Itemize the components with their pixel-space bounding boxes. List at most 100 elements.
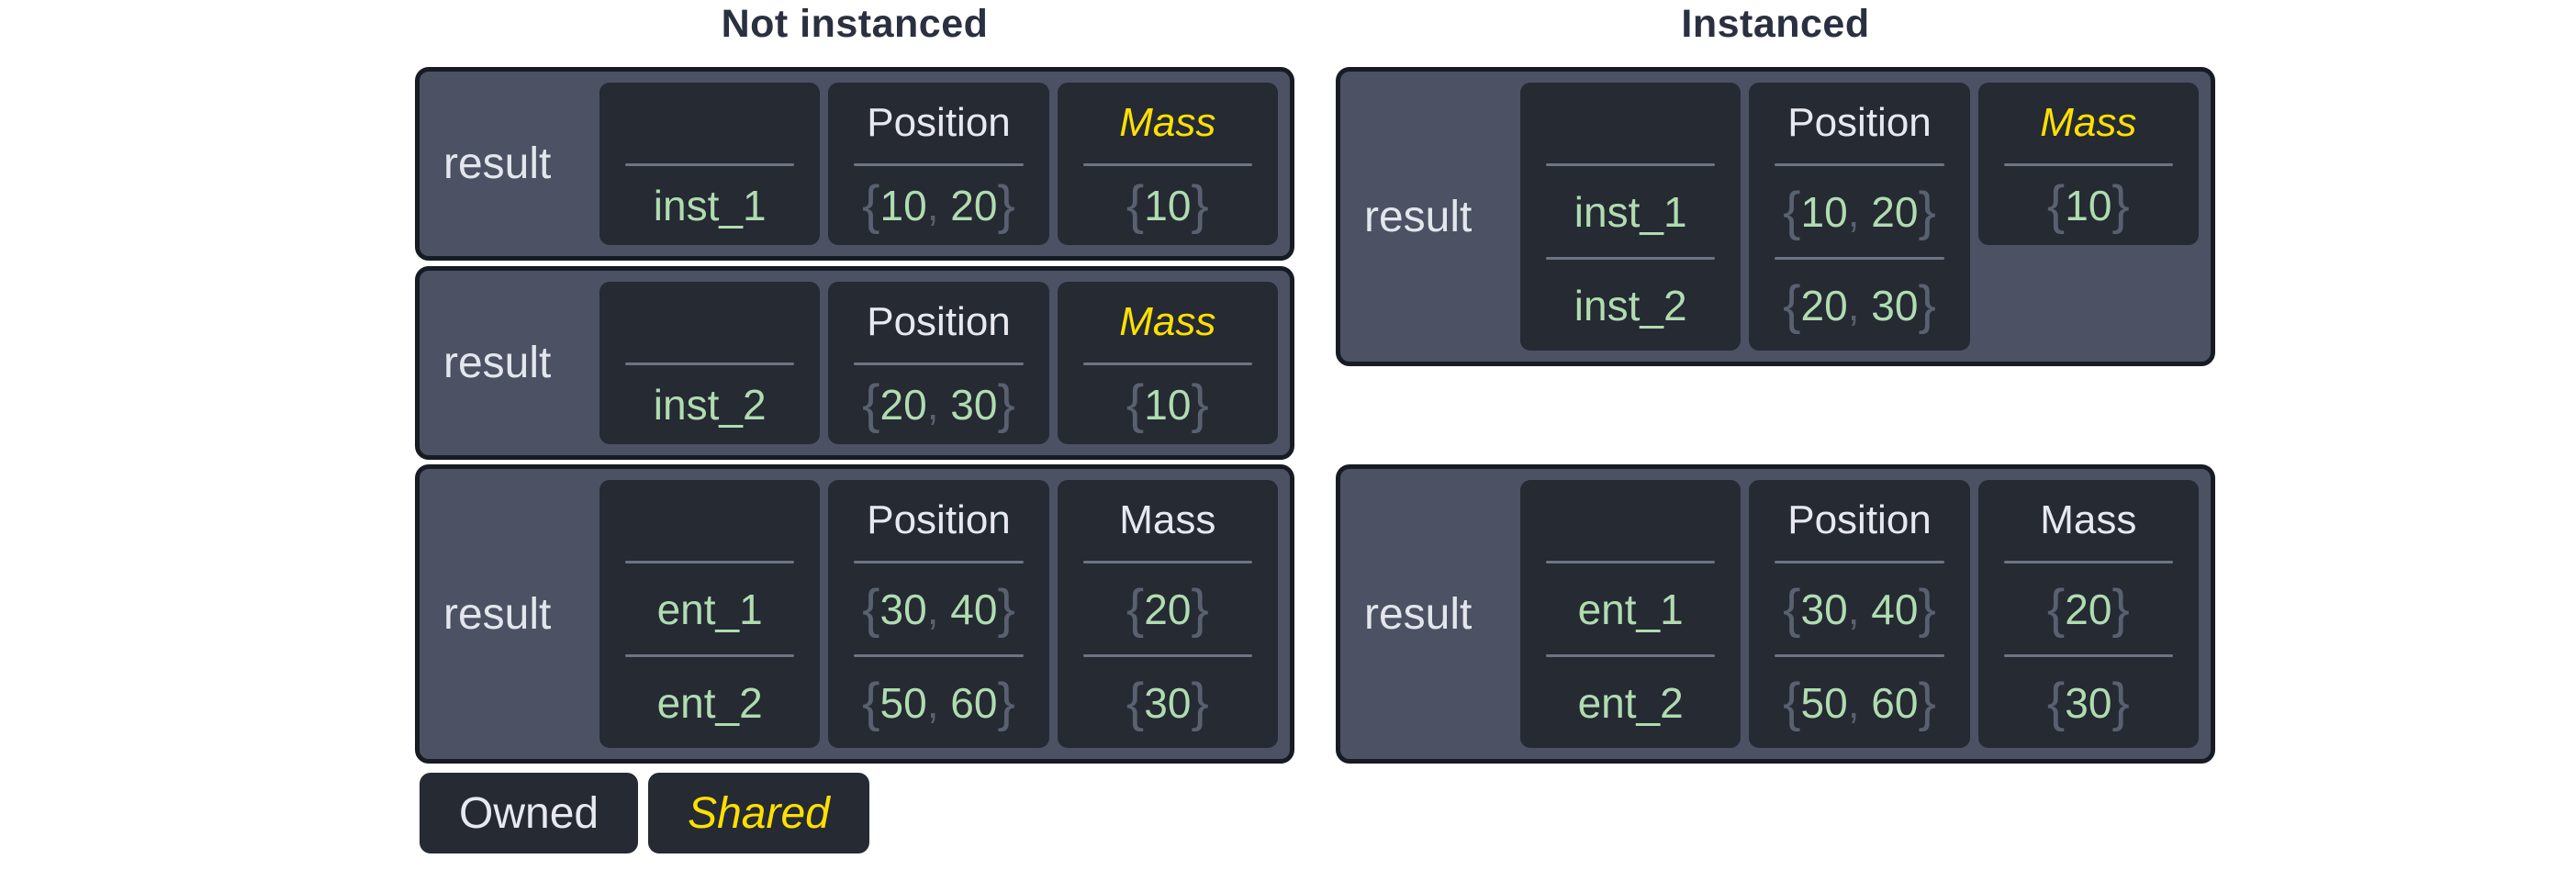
value-number: 20 <box>1871 187 1919 236</box>
component-cell-position: Position {10, 20} <box>828 83 1049 245</box>
value-number: 10 <box>879 182 927 229</box>
value-number: 60 <box>1871 678 1919 727</box>
component-cell-position: Position{20, 30} <box>828 282 1049 444</box>
component-cell-mass: Mass {10} <box>1057 83 1278 245</box>
component-header-position: Position <box>1787 497 1932 542</box>
open-brace: { <box>862 672 880 732</box>
value-number: 20 <box>879 381 927 429</box>
component-cell-mass: Mass {10} <box>1057 282 1278 444</box>
entity-name: inst_1 <box>1574 187 1687 236</box>
entity-header-blank <box>599 83 820 163</box>
component-value-row: {20} <box>1058 563 1278 654</box>
row-divider <box>1546 257 1716 260</box>
entity-name-row: ent_1 <box>1520 563 1741 654</box>
value-number: 30 <box>1144 678 1192 727</box>
component-cell-mass: Mass{20}{30} <box>1057 480 1278 748</box>
value-separator: , <box>926 585 951 633</box>
value-number: 30 <box>1800 585 1848 633</box>
value-number: 30 <box>2065 678 2112 727</box>
component-value-row: {10} <box>1058 365 1278 444</box>
value-separator: , <box>1847 187 1872 236</box>
value-number: 50 <box>1800 678 1848 727</box>
component-value-row: {10, 20} <box>828 166 1048 245</box>
legend-owned-swatch: Owned <box>420 773 639 853</box>
value-number: 30 <box>879 585 927 633</box>
row-divider <box>625 654 795 657</box>
row-divider <box>854 362 1024 365</box>
row-divider <box>1775 561 1944 563</box>
component-value-row: {50, 60} <box>1749 657 1969 748</box>
row-divider <box>1546 561 1716 563</box>
component-cell-mass: Mass {10} <box>1977 83 2199 245</box>
value-number: 40 <box>950 585 998 633</box>
value-number: 20 <box>2065 585 2112 633</box>
value-separator: , <box>926 381 951 429</box>
value-number: 20 <box>950 182 998 229</box>
entity-name-row: ent_1 <box>599 563 820 654</box>
row-divider <box>1775 163 1944 166</box>
component-header-mass: Mass <box>2040 100 2137 145</box>
row-divider <box>854 561 1024 563</box>
close-brace: } <box>1918 578 1936 639</box>
value-number: 10 <box>1144 381 1192 429</box>
column-title-instanced: Instanced <box>1681 2 1870 46</box>
component-value-row: {30} <box>1978 657 2199 748</box>
entity-name: inst_1 <box>653 182 767 229</box>
component-header-mass: Mass <box>1119 497 1216 542</box>
entity-header-blank <box>1520 480 1741 561</box>
close-brace: } <box>1918 672 1936 732</box>
entity-name-row: ent_2 <box>599 657 820 748</box>
value-separator: , <box>926 182 951 229</box>
open-brace: { <box>2046 672 2066 732</box>
component-header-mass: Mass <box>1119 100 1216 145</box>
component-value-row: {10} <box>1978 166 2199 245</box>
entity-name: ent_1 <box>1577 585 1684 633</box>
component-value-row: {50, 60} <box>828 657 1048 748</box>
value-number: 20 <box>1144 585 1192 633</box>
value-separator: , <box>1847 585 1872 633</box>
component-header-position: Position <box>867 497 1011 542</box>
entity-cell: inst_1 <box>599 83 821 245</box>
entity-name: inst_2 <box>1574 281 1687 329</box>
open-brace: { <box>1783 181 1801 241</box>
component-header-mass: Mass <box>1119 299 1216 344</box>
entity-name: ent_1 <box>656 585 763 633</box>
result-label: result <box>443 589 552 639</box>
row-divider <box>625 561 795 563</box>
close-brace: } <box>1191 374 1209 434</box>
legend-shared-swatch: Shared <box>648 773 869 853</box>
result-label: result <box>1364 589 1473 639</box>
component-cell-mass: Mass {20}{30} <box>1977 480 2199 748</box>
row-divider <box>1546 654 1716 657</box>
close-brace: } <box>997 374 1015 434</box>
component-cell-position: Position{30, 40}{50, 60} <box>1749 480 1970 748</box>
component-header-position: Position <box>1787 100 1932 145</box>
open-brace: { <box>1126 175 1145 235</box>
result-label: result <box>1364 192 1473 241</box>
value-number: 30 <box>1871 281 1919 329</box>
component-header-mass: Mass <box>2040 497 2137 542</box>
row-divider <box>854 654 1024 657</box>
value-number: 50 <box>879 678 927 727</box>
row-divider <box>854 163 1024 166</box>
legend: Owned Shared <box>420 773 869 853</box>
close-brace: } <box>1191 578 1209 639</box>
component-value-row: {20} <box>1978 563 2199 654</box>
value-separator: , <box>1847 678 1872 727</box>
value-number: 20 <box>1800 281 1848 329</box>
open-brace: { <box>2046 578 2066 639</box>
close-brace: } <box>997 672 1015 732</box>
component-header-position: Position <box>867 100 1011 145</box>
component-value-row: {10} <box>1058 166 1278 245</box>
cells-group: inst_1 Position {10, 20} Mass {10} <box>599 83 1278 245</box>
row-divider <box>2003 163 2173 166</box>
open-brace: { <box>1783 274 1801 335</box>
value-number: 10 <box>2065 182 2112 229</box>
